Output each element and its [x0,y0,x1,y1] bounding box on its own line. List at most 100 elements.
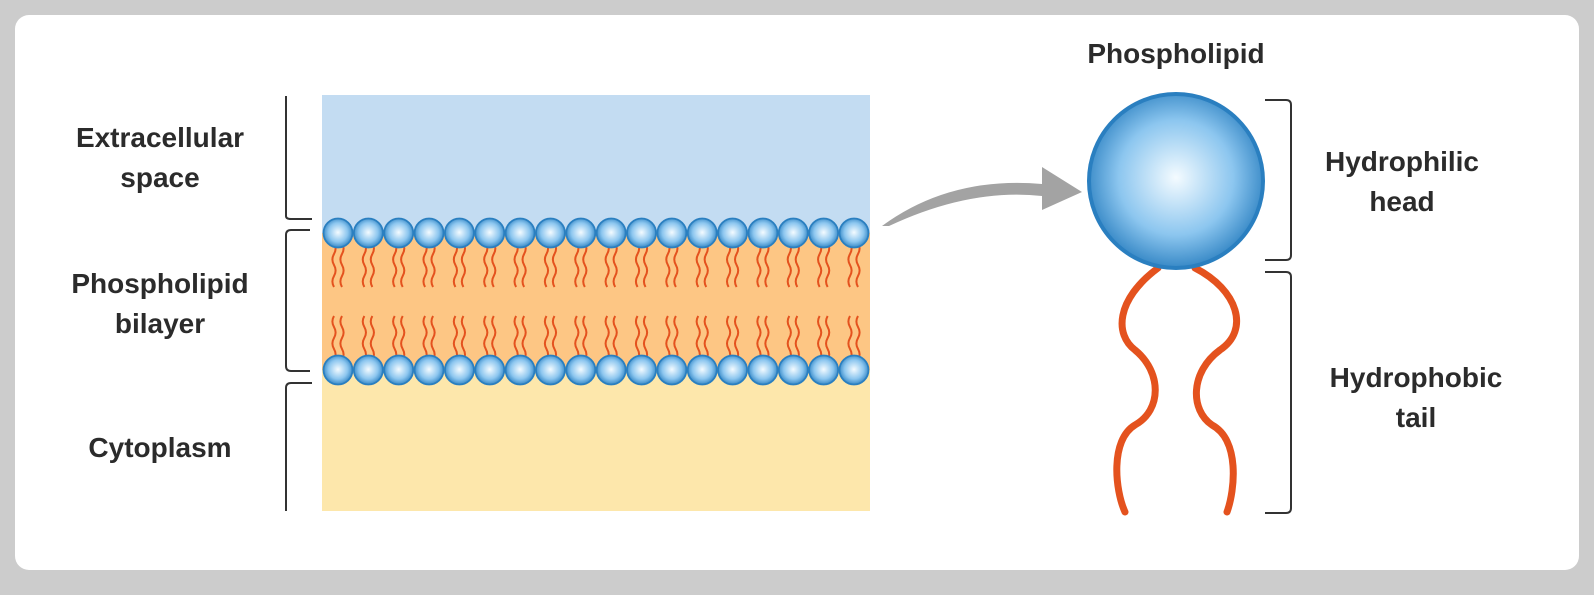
lipid-tail [665,315,671,361]
lipid-tail [756,315,762,361]
outer-lipid-head [322,217,354,249]
lipid-tail [369,315,375,361]
lipid-tail [725,242,732,288]
outer-lipid-head [777,217,809,249]
bilayer-bracket [285,229,310,372]
tail-left [1113,264,1162,516]
outer-lipid-head [747,217,779,249]
lipid-tail [551,315,558,361]
outer-lipid-head [444,217,475,249]
lipid-tail [847,315,853,361]
inner-lipid-head [535,354,566,386]
bilayer-heads [322,217,870,386]
phospholipid-molecule [1087,92,1265,516]
lipid-tail [551,242,558,288]
outer-lipid-head [352,217,384,249]
lipid-tail [794,242,800,288]
outer-lipid-head [595,217,627,249]
lipid-tail [673,242,679,288]
lipid-tail [665,242,671,288]
lipid-tail [604,315,610,361]
outer-lipid-head [686,217,718,249]
lipid-tail [422,242,428,288]
lipid-tail [794,315,800,361]
inner-lipid-head [777,354,809,386]
inner-lipid-head [383,354,415,386]
lipid-tail [452,315,459,361]
extracellular-bracket [285,96,312,220]
lipid-tail [452,242,459,288]
lipid-tail [604,242,610,288]
lipid-tail [703,242,709,288]
lipid-tail [612,242,618,288]
inner-lipid-head [474,354,506,386]
lipid-tail [369,242,375,288]
head-bracket [1265,99,1292,261]
lipid-tail [817,315,823,361]
lipid-tail [582,315,588,361]
lipid-tail [574,315,580,361]
lipid-tail [817,242,823,288]
bilayer-region [322,233,870,370]
bilayer-tails [331,242,861,361]
lipid-tail [634,242,641,288]
inner-lipid-head [565,354,597,386]
inner-lipid-head [656,354,688,386]
lipid-tail [483,315,489,361]
tail-right [1191,264,1240,516]
inner-lipid-head [504,354,536,386]
lipid-tail [764,242,770,288]
outer-lipid-head [535,217,566,249]
lipid-tail [733,242,740,288]
lipid-tail [582,242,588,288]
lipid-tail [612,315,618,361]
outer-lipid-head [383,217,415,249]
lipid-tail [756,242,762,288]
outer-lipid-head [656,217,688,249]
lipid-tail [855,315,861,361]
lipid-tail [339,315,345,361]
zoom-arrow [882,167,1082,226]
cytoplasm-bracket [285,382,312,511]
lipid-tail [521,315,527,361]
lipid-tail [786,315,792,361]
outer-lipid-head [838,217,870,249]
lipid-tail [392,242,398,288]
inner-lipid-head [322,354,354,386]
inner-lipid-head [717,354,748,386]
cytoplasm-label: Cytoplasm [88,432,232,463]
lipid-tail [543,242,550,288]
lipid-tail [855,242,861,288]
inner-lipid-head [686,354,718,386]
lipid-tail [513,242,519,288]
outer-lipid-head [504,217,536,249]
inner-lipid-head [747,354,779,386]
outer-lipid-head [626,217,657,249]
inner-lipid-head [444,354,475,386]
phospholipid-title: Phospholipid [1087,38,1265,69]
lipid-tail [543,315,550,361]
inner-lipid-head [595,354,627,386]
lipid-tail [513,315,519,361]
tail-bracket [1265,271,1292,514]
lipid-tail [331,315,337,361]
lipid-tail [422,315,428,361]
lipid-tail [764,315,770,361]
outer-lipid-head [565,217,597,249]
outer-lipid-head [808,217,840,249]
lipid-tail [331,242,337,288]
inner-lipid-head [808,354,840,386]
outer-lipid-head [413,217,445,249]
lipid-tail [430,315,436,361]
lipid-tail [400,315,406,361]
lipid-tail [361,315,367,361]
lipid-tail [825,242,831,288]
lipid-tail [521,242,527,288]
lipid-tail [786,242,792,288]
inner-lipid-head [413,354,445,386]
hydrophilic-head [1087,92,1265,270]
lipid-tail [460,242,467,288]
